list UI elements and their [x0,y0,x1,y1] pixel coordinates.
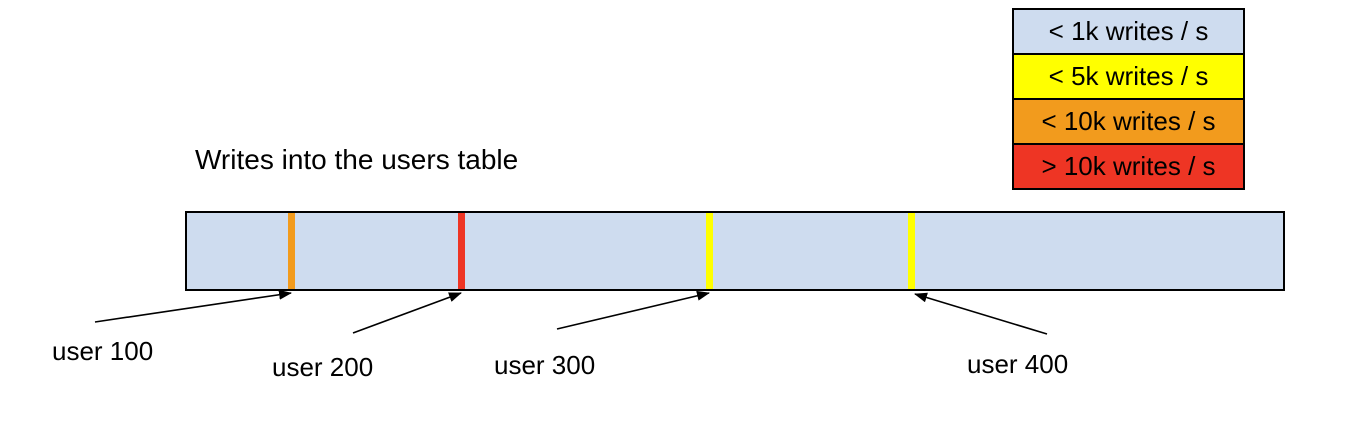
write-hotspot-stripe-user-200 [458,213,465,289]
legend-item-label: < 10k writes / s [1041,106,1216,136]
arrow-user-200 [352,292,462,334]
arrow-user-100 [94,289,292,323]
arrow-user-400 [914,292,1048,335]
legend: < 1k writes / s < 5k writes / s < 10k wr… [1012,8,1245,190]
label-user-400: user 400 [967,349,1069,379]
legend-item-under-1k: < 1k writes / s [1012,8,1245,55]
label-user-200: user 200 [272,352,374,382]
legend-item-label: < 5k writes / s [1048,61,1209,91]
write-hotspot-stripe-user-300 [706,213,713,289]
arrow-user-300 [556,290,710,330]
users-table-bar [185,211,1285,291]
legend-item-label: > 10k writes / s [1041,151,1216,181]
write-hotspot-stripe-user-400 [908,213,915,289]
legend-item-over-10k: > 10k writes / s [1012,143,1245,190]
legend-item-label: < 1k writes / s [1048,16,1209,46]
diagram-title: Writes into the users table [195,144,519,175]
legend-item-under-5k: < 5k writes / s [1012,53,1245,100]
label-user-100: user 100 [52,336,154,366]
legend-item-under-10k: < 10k writes / s [1012,98,1245,145]
write-hotspot-stripe-user-100 [288,213,295,289]
label-user-300: user 300 [494,350,596,380]
